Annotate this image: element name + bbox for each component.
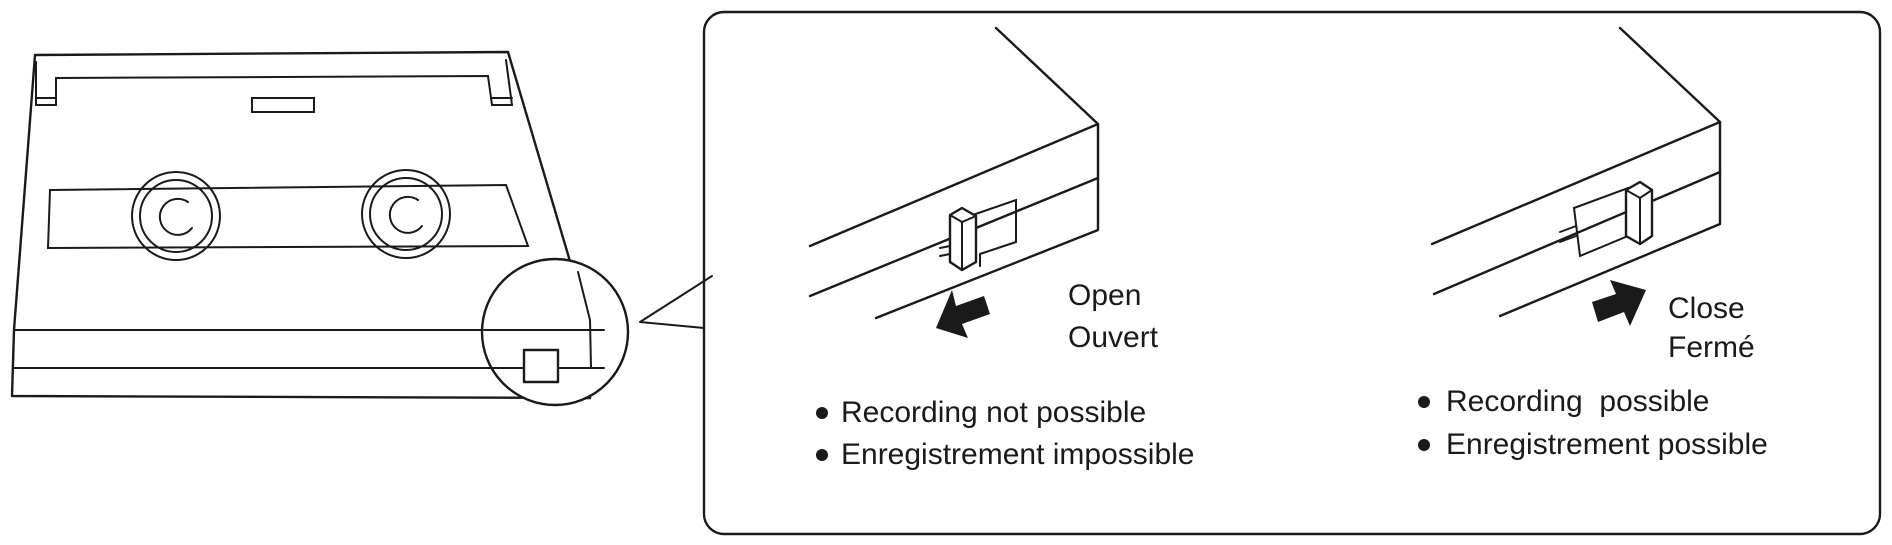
cassette-illustration <box>10 50 592 400</box>
bullet-icon <box>816 407 828 419</box>
bullet-icon <box>1418 396 1430 408</box>
open-label-fr: Ouvert <box>1068 321 1159 354</box>
open-label-en: Open <box>1068 279 1141 312</box>
open-arrow-icon <box>936 290 990 338</box>
close-state-illustration <box>1430 26 1722 326</box>
detail-panel <box>702 10 1882 536</box>
close-bullet-en: Recording possible <box>1446 385 1709 418</box>
open-bullet-en: Recording not possible <box>841 396 1146 429</box>
open-bullet-fr: Enregistrement impossible <box>841 438 1194 471</box>
reel-left <box>131 171 221 261</box>
close-label-en: Close <box>1668 292 1745 325</box>
close-bullet-fr: Enregistrement possible <box>1446 428 1768 461</box>
open-state-illustration <box>808 26 1100 338</box>
bullet-icon <box>816 449 828 461</box>
close-label-fr: Fermé <box>1668 331 1755 364</box>
close-arrow-icon <box>1592 280 1646 326</box>
reel-right <box>361 169 451 259</box>
callout-pointer <box>639 275 713 329</box>
magnifier-circle <box>480 257 630 407</box>
bullet-icon <box>1418 439 1430 451</box>
